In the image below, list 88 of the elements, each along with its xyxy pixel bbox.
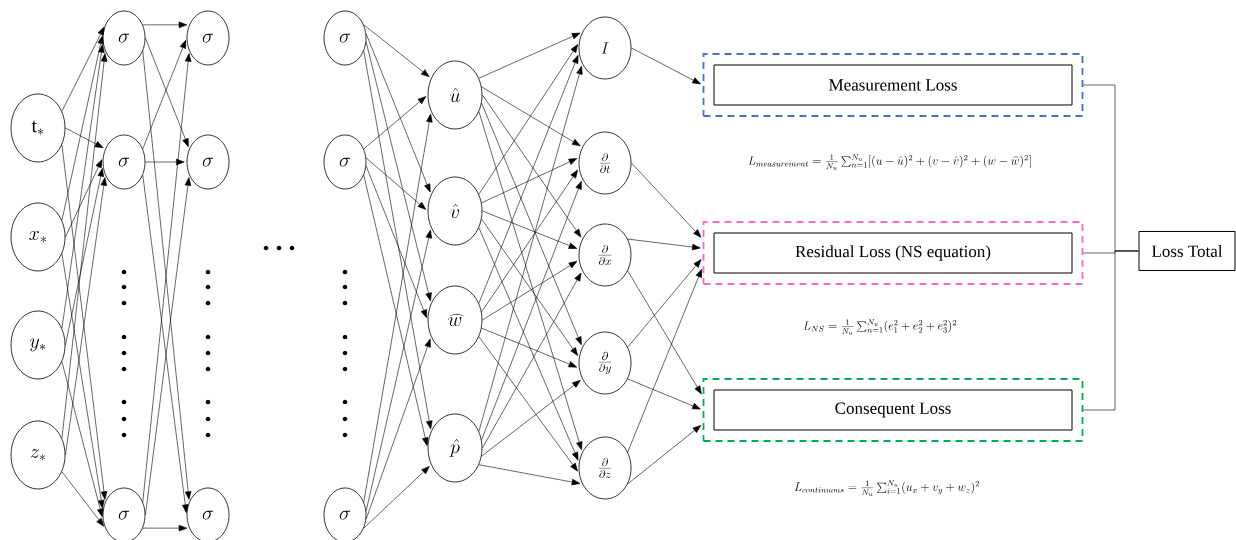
loss-formula: $L_{NS}=\frac{1}{N_u}\sum_{n=1}^{N_u}(e_1^2+e_2^2+e_3^2)^2$ bbox=[803, 319, 957, 335]
arrow bbox=[481, 169, 578, 313]
loss-box: Measurement Loss bbox=[713, 64, 1073, 106]
arrow bbox=[145, 158, 185, 166]
arrow bbox=[478, 54, 579, 304]
hidden-neuron: $\sigma$ bbox=[323, 487, 367, 540]
dashed-frame bbox=[702, 53, 1084, 117]
operator-neuron: $\frac{\partial}{\partial x}$ bbox=[578, 223, 632, 287]
operator-neuron: $\frac{\partial}{\partial t}$ bbox=[578, 131, 632, 195]
connector-line bbox=[1083, 250, 1139, 411]
hidden-neuron: $\sigma$ bbox=[102, 487, 146, 540]
input-neuron: $\mathrm{t}_*$ bbox=[10, 93, 66, 163]
arrow bbox=[478, 32, 581, 79]
operator-neuron: $\frac{\partial}{\partial y}$ bbox=[578, 331, 632, 395]
arrow bbox=[363, 24, 430, 78]
arrow bbox=[478, 44, 578, 195]
arrow bbox=[365, 157, 427, 210]
arrow bbox=[627, 378, 701, 410]
arrow bbox=[478, 336, 578, 472]
hidden-neuron: $\sigma$ bbox=[186, 134, 230, 190]
loss-formula: $L_{continuous}=\frac{1}{N_u}\sum_{i=1}^{N_u}(u_x+v_y+w_z)^2$ bbox=[794, 480, 979, 496]
arrow bbox=[627, 270, 702, 395]
operator-neuron: $\frac{\partial}{\partial z}$ bbox=[578, 436, 632, 500]
arrow bbox=[61, 144, 108, 500]
arrow bbox=[481, 380, 581, 457]
input-neuron: $y_*$ bbox=[10, 310, 66, 380]
hidden-neuron: $\sigma$ bbox=[323, 10, 367, 66]
loss-box: Consequent Loss bbox=[713, 389, 1073, 431]
output-neuron: $\widehat{w}$ bbox=[427, 285, 483, 355]
arrow bbox=[61, 361, 104, 518]
arrow bbox=[478, 227, 579, 461]
arrow bbox=[481, 180, 582, 441]
arrow bbox=[65, 127, 104, 149]
arrow bbox=[631, 162, 702, 238]
input-neuron: $x_*$ bbox=[10, 202, 66, 272]
output-neuron: $\hat{v}$ bbox=[427, 176, 483, 246]
dashed-frame bbox=[702, 378, 1084, 442]
hidden-neuron: $\sigma$ bbox=[102, 10, 146, 66]
arrow bbox=[627, 259, 702, 348]
output-neuron: $\hat{u}$ bbox=[427, 60, 483, 130]
arrow bbox=[61, 26, 105, 112]
hidden-neuron: $\sigma$ bbox=[186, 10, 230, 66]
arrow bbox=[61, 35, 104, 221]
operator-neuron: $I$ bbox=[578, 16, 632, 80]
arrow bbox=[365, 338, 431, 520]
output-neuron: $\hat{p}$ bbox=[427, 413, 483, 483]
arrow bbox=[478, 65, 583, 432]
arrow bbox=[627, 268, 702, 453]
arrow bbox=[481, 158, 578, 204]
total-box: Loss Total bbox=[1138, 231, 1236, 271]
hidden-neuron: $\sigma$ bbox=[102, 134, 146, 190]
arrow bbox=[142, 524, 188, 532]
arrow bbox=[481, 102, 582, 346]
arrow bbox=[631, 47, 701, 85]
arrow bbox=[61, 53, 108, 439]
arrow bbox=[365, 165, 428, 319]
arrow bbox=[627, 238, 701, 251]
arrow bbox=[482, 261, 578, 321]
arrow bbox=[481, 327, 578, 368]
arrow bbox=[142, 21, 188, 29]
arrow bbox=[482, 210, 578, 249]
arrow bbox=[365, 229, 432, 512]
arrow bbox=[65, 177, 107, 456]
arrow bbox=[65, 159, 103, 238]
arrow bbox=[365, 41, 432, 302]
hidden-neuron: $\sigma$ bbox=[186, 487, 230, 540]
loss-box: Residual Loss (NS equation) bbox=[713, 232, 1073, 274]
arrow bbox=[363, 113, 433, 503]
arrow bbox=[481, 218, 578, 356]
arrow bbox=[482, 94, 582, 238]
hidden-neuron: $\sigma$ bbox=[323, 134, 367, 190]
dashed-frame bbox=[702, 221, 1084, 285]
loss-formula: $L_{measurement}=\frac{1}{N_u}\sum_{n=1}^{N_u}[(u-\hat{u})^2+(v-\hat{v})^2+(w-\widehat{w})^2]$ bbox=[748, 154, 1031, 170]
arrow bbox=[61, 44, 105, 329]
arrow bbox=[61, 471, 105, 527]
arrow bbox=[482, 272, 582, 449]
arrow bbox=[481, 86, 581, 147]
arrow bbox=[627, 425, 702, 485]
arrow bbox=[363, 174, 429, 446]
arrow bbox=[363, 50, 433, 430]
arrow bbox=[478, 464, 581, 486]
arrow bbox=[478, 111, 583, 451]
input-neuron: $z_*$ bbox=[10, 420, 66, 490]
arrow bbox=[363, 96, 427, 150]
arrow bbox=[61, 253, 105, 509]
arrow bbox=[365, 33, 431, 193]
arrow bbox=[363, 466, 430, 529]
arrow bbox=[65, 168, 104, 346]
